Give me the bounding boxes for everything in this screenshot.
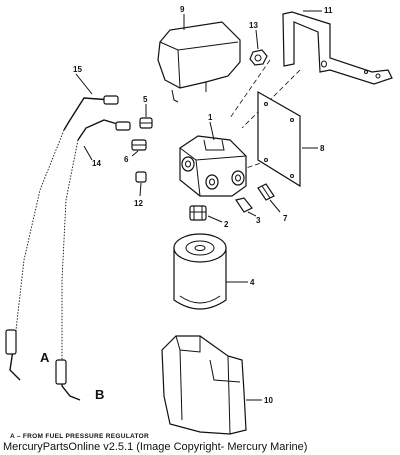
callout-15: 15	[73, 65, 82, 74]
part-8-plate[interactable]	[257, 90, 301, 188]
leader-14	[83, 145, 93, 161]
leader-3	[247, 211, 257, 217]
leader-1	[209, 121, 215, 141]
label-a: A	[40, 350, 50, 365]
callout-5: 5	[143, 95, 148, 104]
part-9-cover[interactable]	[157, 21, 241, 103]
callout-9: 9	[180, 5, 185, 14]
leader-7	[269, 199, 281, 213]
leader-2	[207, 215, 223, 223]
footer-bar	[0, 437, 400, 455]
part-5-fitting[interactable]	[139, 117, 153, 129]
part-7-bolt[interactable]	[257, 183, 275, 201]
callout-13: 13	[249, 21, 258, 30]
mount-line-1	[229, 59, 271, 119]
callout-7: 7	[283, 214, 288, 223]
leader-15	[75, 73, 93, 95]
callout-14: 14	[92, 159, 101, 168]
label-b: B	[95, 387, 104, 402]
part-13-nut[interactable]	[249, 49, 268, 66]
callout-11: 11	[324, 6, 333, 15]
leader-12	[139, 182, 142, 197]
hose-14[interactable]	[55, 119, 131, 401]
leader-13	[255, 29, 259, 50]
part-6-fitting[interactable]	[131, 139, 147, 151]
callout-8: 8	[320, 144, 325, 153]
leader-6	[131, 150, 139, 157]
callout-6: 6	[124, 155, 129, 164]
callout-1: 1	[208, 113, 213, 122]
part-11-bracket[interactable]	[282, 11, 393, 85]
legend-note: A – FROM FUEL PRESSURE REGULATOR	[10, 433, 150, 440]
part-4-filter[interactable]	[173, 233, 227, 310]
part-12-plug[interactable]	[135, 171, 147, 183]
copyright-footer: MercuryPartsOnline v2.5.1 (Image Copyrig…	[3, 441, 308, 453]
part-3-bolt[interactable]	[235, 197, 253, 213]
hose-15[interactable]	[5, 95, 119, 381]
callout-2: 2	[224, 220, 229, 229]
part-2-fitting[interactable]	[189, 205, 207, 221]
callout-3: 3	[256, 216, 261, 225]
callout-12: 12	[134, 199, 143, 208]
callout-10: 10	[264, 396, 273, 405]
part-10-shield[interactable]	[161, 335, 247, 435]
callout-4: 4	[250, 278, 255, 287]
part-1-filter-head[interactable]	[179, 135, 247, 197]
